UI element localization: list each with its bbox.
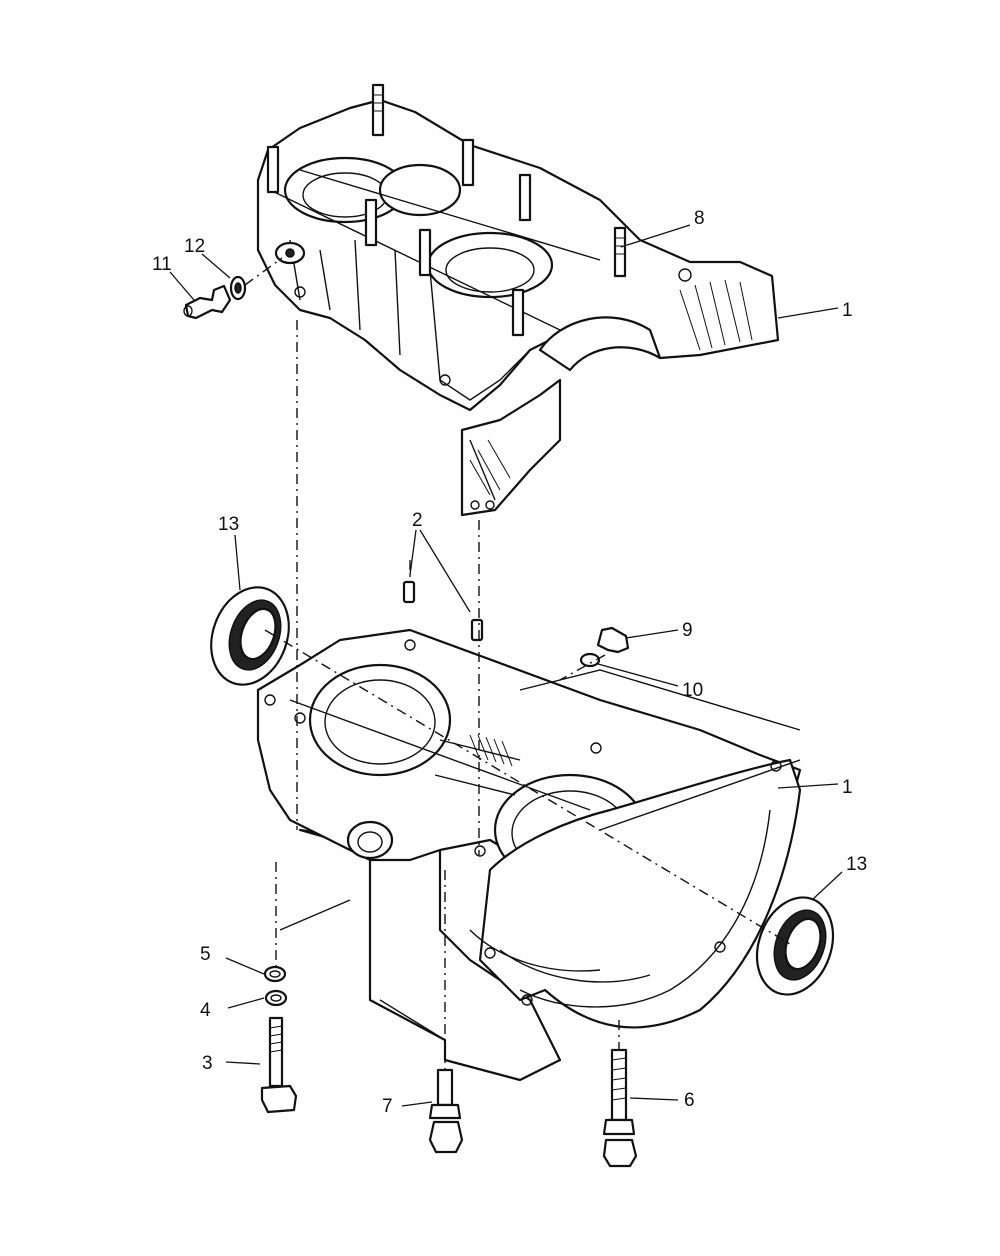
dowel-pin-2a — [402, 580, 416, 604]
fitting-11 — [183, 284, 232, 320]
stud-7 — [428, 1068, 464, 1154]
bolt-3 — [260, 1016, 298, 1114]
bolt-9 — [596, 626, 630, 654]
stud-6 — [602, 1048, 638, 1168]
cylinder-studs — [266, 83, 627, 337]
oil-seal-13-right — [755, 896, 835, 996]
callout-13-left: 13 — [218, 514, 239, 535]
callout-10: 10 — [682, 680, 703, 701]
callout-8: 8 — [694, 208, 705, 229]
washer-10 — [579, 652, 601, 668]
callout-1-lower: 1 — [842, 777, 853, 798]
callout-13-right: 13 — [846, 854, 867, 875]
callout-12: 12 — [184, 236, 205, 257]
callout-9: 9 — [682, 620, 693, 641]
callout-7: 7 — [382, 1096, 393, 1117]
dowel-pin-2b — [470, 618, 484, 642]
lower-crankcase — [256, 628, 802, 1082]
callout-6: 6 — [684, 1090, 695, 1111]
oil-seal-13-left — [210, 586, 290, 686]
washer-5 — [263, 965, 287, 983]
lock-washer-12 — [229, 275, 247, 301]
callout-5: 5 — [200, 944, 211, 965]
callout-1-upper: 1 — [842, 300, 853, 321]
lock-washer-4 — [264, 989, 288, 1007]
callout-11: 11 — [152, 254, 172, 275]
callout-3: 3 — [202, 1053, 213, 1074]
callout-4: 4 — [200, 1000, 211, 1021]
upper-crankcase — [256, 98, 780, 517]
callout-2: 2 — [412, 510, 423, 531]
